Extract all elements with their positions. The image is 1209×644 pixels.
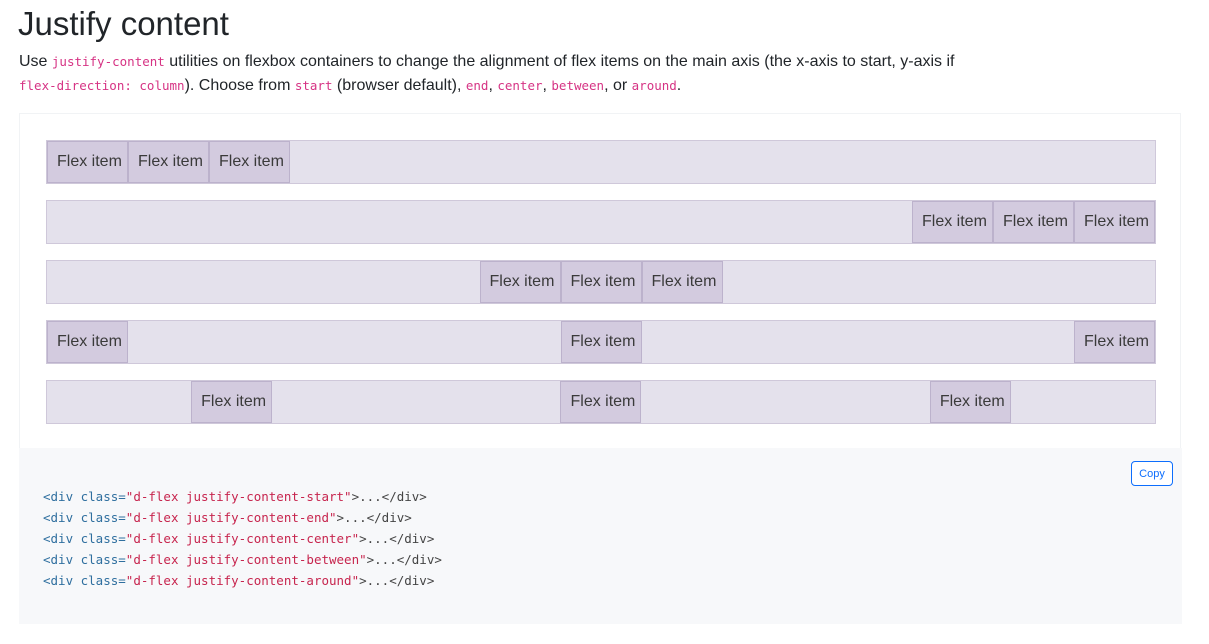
description-text: utilities on flexbox containers to chang… — [164, 53, 955, 70]
flex-row-start: Flex item Flex item Flex item — [46, 140, 1156, 184]
code-attr: class= — [73, 573, 126, 588]
code-rest: >...</div> — [359, 573, 435, 588]
code-value: "d-flex justify-content-center" — [125, 531, 360, 546]
flex-item: Flex item — [479, 261, 561, 303]
flex-row-between: Flex item Flex item Flex item — [46, 320, 1156, 364]
code-tag: <div — [43, 552, 74, 567]
flex-item: Flex item — [641, 261, 723, 303]
flex-item: Flex item — [128, 141, 209, 183]
description-text: , — [488, 77, 498, 94]
code-rest: >...</div> — [351, 489, 427, 504]
inline-code-flex-direction: flex-direction: column — [19, 78, 185, 93]
flex-item: Flex item — [912, 201, 993, 243]
code-attr: class= — [73, 510, 126, 525]
code-line: <div class="d-flex justify-content-cente… — [43, 528, 442, 549]
flex-item: Flex item — [191, 381, 273, 423]
description-text: , or — [604, 77, 632, 94]
flex-item: Flex item — [929, 381, 1011, 423]
description-text: , — [542, 77, 552, 94]
code-line: <div class="d-flex justify-content-betwe… — [43, 549, 442, 570]
code-attr: class= — [73, 489, 126, 504]
flex-item: Flex item — [993, 201, 1074, 243]
inline-code-end: end — [465, 78, 489, 93]
flex-item: Flex item — [560, 381, 642, 423]
flex-row-center: Flex item Flex item Flex item — [46, 260, 1156, 304]
description-text: ). Choose from — [184, 77, 295, 94]
description-text: Use — [19, 53, 52, 70]
flex-item: Flex item — [1074, 321, 1155, 363]
inline-code-justify-content: justify-content — [51, 54, 165, 69]
code-line: <div class="d-flex justify-content-aroun… — [43, 570, 442, 591]
code-line: <div class="d-flex justify-content-end">… — [43, 507, 442, 528]
description-text: . — [676, 77, 682, 94]
code-tag: <div — [43, 489, 74, 504]
code-snippet-panel — [19, 448, 1182, 624]
inline-code-between: between — [551, 78, 605, 93]
inline-code-center: center — [497, 78, 543, 93]
code-tag: <div — [43, 510, 74, 525]
flex-item: Flex item — [47, 321, 128, 363]
flex-row-around: Flex item Flex item Flex item — [46, 380, 1156, 424]
code-rest: >...</div> — [359, 531, 435, 546]
description-text: (browser default), — [332, 77, 466, 94]
code-snippet: <div class="d-flex justify-content-start… — [43, 486, 442, 591]
copy-button[interactable]: Copy — [1131, 461, 1173, 486]
code-line: <div class="d-flex justify-content-start… — [43, 486, 442, 507]
flex-row-end: Flex item Flex item Flex item — [46, 200, 1156, 244]
code-rest: >...</div> — [336, 510, 412, 525]
code-rest: >...</div> — [366, 552, 442, 567]
inline-code-start: start — [294, 78, 333, 93]
flex-item: Flex item — [560, 321, 642, 363]
flex-item: Flex item — [560, 261, 642, 303]
code-tag: <div — [43, 573, 74, 588]
code-value: "d-flex justify-content-start" — [125, 489, 352, 504]
flex-item: Flex item — [209, 141, 290, 183]
code-tag: <div — [43, 531, 74, 546]
code-value: "d-flex justify-content-end" — [125, 510, 337, 525]
flex-item: Flex item — [47, 141, 128, 183]
code-value: "d-flex justify-content-between" — [125, 552, 367, 567]
inline-code-around: around — [631, 78, 677, 93]
flex-item: Flex item — [1074, 201, 1155, 243]
page-title: Justify content — [18, 5, 229, 42]
code-value: "d-flex justify-content-around" — [125, 573, 360, 588]
description: Use justify-content utilities on flexbox… — [19, 50, 979, 98]
code-attr: class= — [73, 552, 126, 567]
code-attr: class= — [73, 531, 126, 546]
